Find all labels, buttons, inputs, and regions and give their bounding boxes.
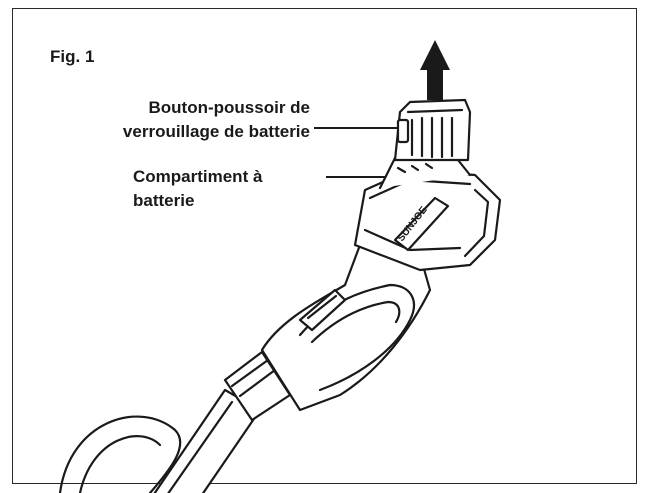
string-trimmer-illustration (58, 98, 502, 493)
label-battery-compartment: Compartiment à batterie (133, 165, 262, 213)
label-battery-lock-line1: Bouton-poussoir de (148, 98, 310, 117)
label-battery-lock-button: Bouton-poussoir de verrouillage de batte… (40, 96, 310, 144)
figure-frame (12, 8, 637, 484)
label-battery-lock-line2: verrouillage de batterie (122, 122, 310, 141)
up-arrow-icon (420, 40, 450, 100)
label-compartment-line2: batterie (133, 191, 195, 210)
figure-title: Fig. 1 (50, 47, 95, 66)
label-compartment-line1: Compartiment à (133, 167, 263, 186)
